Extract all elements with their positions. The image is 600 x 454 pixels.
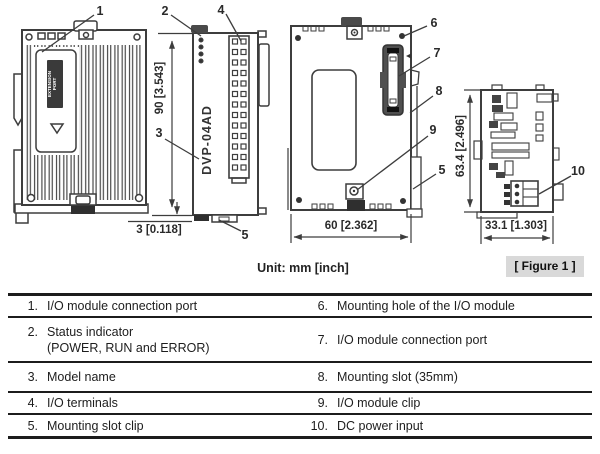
dim-module-width: 60 [2.362]	[324, 220, 378, 232]
legend-num: 8.	[317, 370, 328, 384]
legend-num: 6.	[317, 299, 328, 313]
legend-item-7: 7. I/O module connection port	[302, 318, 592, 361]
figure-tag: [ Figure 1 ]	[506, 256, 584, 277]
mounting-slot-clip	[71, 206, 95, 214]
view-left-side	[13, 20, 149, 224]
dc-power-input	[504, 180, 539, 207]
legend-num: 10.	[310, 418, 328, 433]
callout-3: 3	[155, 126, 163, 140]
legend-num: 7.	[317, 332, 328, 347]
io-terminals	[228, 35, 250, 184]
legend-text: Mounting slot (35mm)	[337, 370, 458, 384]
view-right-side	[464, 84, 564, 244]
callout-8: 8	[435, 84, 443, 98]
legend-num: 9.	[317, 396, 328, 410]
legend-num: 3.	[27, 370, 38, 384]
legend-text: DC power input	[337, 418, 424, 433]
io-module-connection-port	[380, 44, 406, 116]
legend-text: I/O module clip	[337, 396, 421, 410]
view-front	[128, 25, 270, 223]
callout-leader-lines	[41, 13, 572, 232]
table-row: 4. I/O terminals 9. I/O module clip	[8, 393, 592, 415]
callout-6: 6	[430, 16, 438, 30]
callout-7: 7	[433, 46, 441, 60]
legend-text: Mounting slot clip	[47, 418, 144, 433]
dim-side-depth: 33.1 [1.303]	[484, 220, 547, 232]
legend-num: 5.	[27, 418, 38, 433]
callout-1: 1	[96, 4, 104, 18]
table-row: 2. Status indicator (POWER, RUN and ERRO…	[8, 318, 592, 363]
legend-text: Mounting hole of the I/O module	[337, 299, 515, 313]
view-rear	[287, 17, 423, 243]
legend-item-2: 2. Status indicator (POWER, RUN and ERRO…	[8, 318, 302, 361]
legend-text: I/O terminals	[47, 396, 118, 410]
dim-clip-depth: 3 [0.118]	[136, 224, 182, 236]
table-row: 5. Mounting slot clip 10. DC power input	[8, 415, 592, 439]
callout-2: 2	[161, 4, 169, 18]
legend-text-line2: (POWER, RUN and ERROR)	[47, 340, 210, 355]
extension-port-label-line2: PORT	[52, 77, 58, 91]
legend-item-8: 8. Mounting slot (35mm)	[302, 363, 592, 391]
dim-side-height: 63.4 [2.496]	[455, 115, 467, 178]
callout-4: 4	[217, 3, 225, 17]
legend-table: 1. I/O module connection port 6. Mountin…	[8, 293, 592, 439]
legend-text: I/O module connection port	[47, 299, 198, 313]
legend-num: 1.	[27, 299, 38, 313]
legend-text-line1: Status indicator	[47, 324, 134, 339]
table-row: 3. Model name 8. Mounting slot (35mm)	[8, 363, 592, 393]
legend-text: Model name	[47, 370, 116, 384]
mounting-hole	[295, 35, 301, 41]
callout-10: 10	[571, 164, 585, 178]
dim-module-height: 90 [3.543]	[154, 61, 166, 115]
unit-label: Unit: mm [inch]	[257, 261, 349, 275]
model-name-text: DVP-04AD	[200, 105, 214, 175]
callout-9: 9	[429, 123, 437, 137]
status-indicator-leds	[198, 37, 204, 64]
callout-5-front: 5	[241, 228, 249, 242]
legend-item-10: 10. DC power input	[302, 415, 592, 436]
legend-num: 4.	[27, 396, 38, 410]
legend-text: I/O module connection port	[337, 332, 488, 347]
callout-5-rear: 5	[438, 163, 446, 177]
mounting-hole	[399, 33, 405, 39]
legend-text: Status indicator (POWER, RUN and ERROR)	[47, 324, 210, 356]
legend-item-5: 5. Mounting slot clip	[8, 415, 302, 436]
legend-item-1: 1. I/O module connection port	[8, 296, 302, 316]
table-row: 1. I/O module connection port 6. Mountin…	[8, 296, 592, 318]
legend-item-3: 3. Model name	[8, 363, 302, 391]
legend-item-9: 9. I/O module clip	[302, 393, 592, 413]
legend-item-6: 6. Mounting hole of the I/O module	[302, 296, 592, 316]
legend-num: 2.	[27, 324, 38, 339]
mechanical-drawing	[13, 13, 572, 244]
extension-port-label: EXTENSION PORT	[47, 58, 63, 110]
legend-item-4: 4. I/O terminals	[8, 393, 302, 413]
